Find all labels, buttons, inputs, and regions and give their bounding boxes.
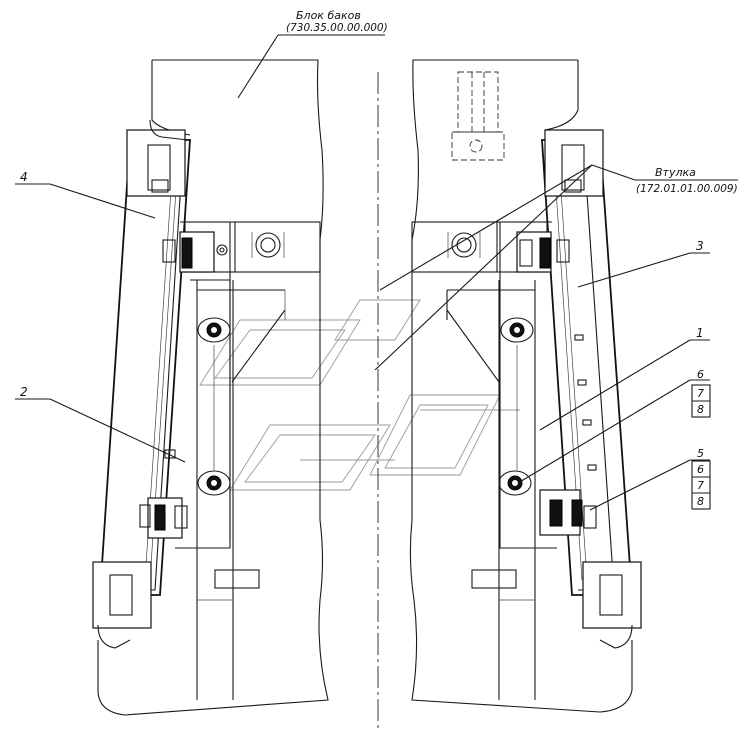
right-tank-outline — [409, 59, 633, 713]
label-bushing: Втулка (172.01.01.00.009) — [636, 166, 738, 195]
leader-lines — [15, 34, 738, 511]
position-8a: 8 — [697, 403, 704, 416]
left-top-clamp — [162, 231, 228, 273]
right-view — [409, 59, 642, 713]
right-plate-nut-top — [500, 317, 534, 343]
position-5: 5 — [697, 447, 704, 460]
watermark-logo — [199, 299, 520, 491]
position-7a: 7 — [697, 387, 704, 400]
right-top-clamp — [516, 231, 570, 273]
position-4: 4 — [20, 170, 28, 184]
left-bottom-clamp — [139, 497, 188, 539]
label-tank-block-name: Блок баков — [296, 9, 361, 22]
left-view — [92, 59, 329, 716]
left-plate-nut-bottom — [197, 470, 231, 496]
position-6b: 6 — [697, 463, 704, 476]
right-plate-nut-bottom — [498, 470, 532, 496]
label-bushing-code: (172.01.01.00.009) — [636, 183, 738, 195]
left-tank-outline — [97, 59, 329, 716]
position-1: 1 — [696, 326, 704, 340]
right-bottom-clamp — [539, 489, 597, 536]
left-plate-nut-top — [197, 317, 231, 343]
position-2: 2 — [20, 385, 28, 399]
label-tank-block-code: (730.35.00.00.000) — [286, 22, 388, 34]
label-tank-block: Блок баков (730.35.00.00.000) — [286, 9, 388, 34]
position-stack-a: 6 7 8 — [691, 368, 711, 418]
position-6a: 6 — [697, 368, 704, 381]
position-7b: 7 — [697, 479, 704, 492]
position-8b: 8 — [697, 495, 704, 508]
label-bushing-name: Втулка — [655, 166, 696, 179]
right-lifting-eye — [451, 71, 505, 161]
position-stack-b: 5 6 7 8 — [691, 447, 711, 510]
position-3: 3 — [696, 239, 704, 253]
